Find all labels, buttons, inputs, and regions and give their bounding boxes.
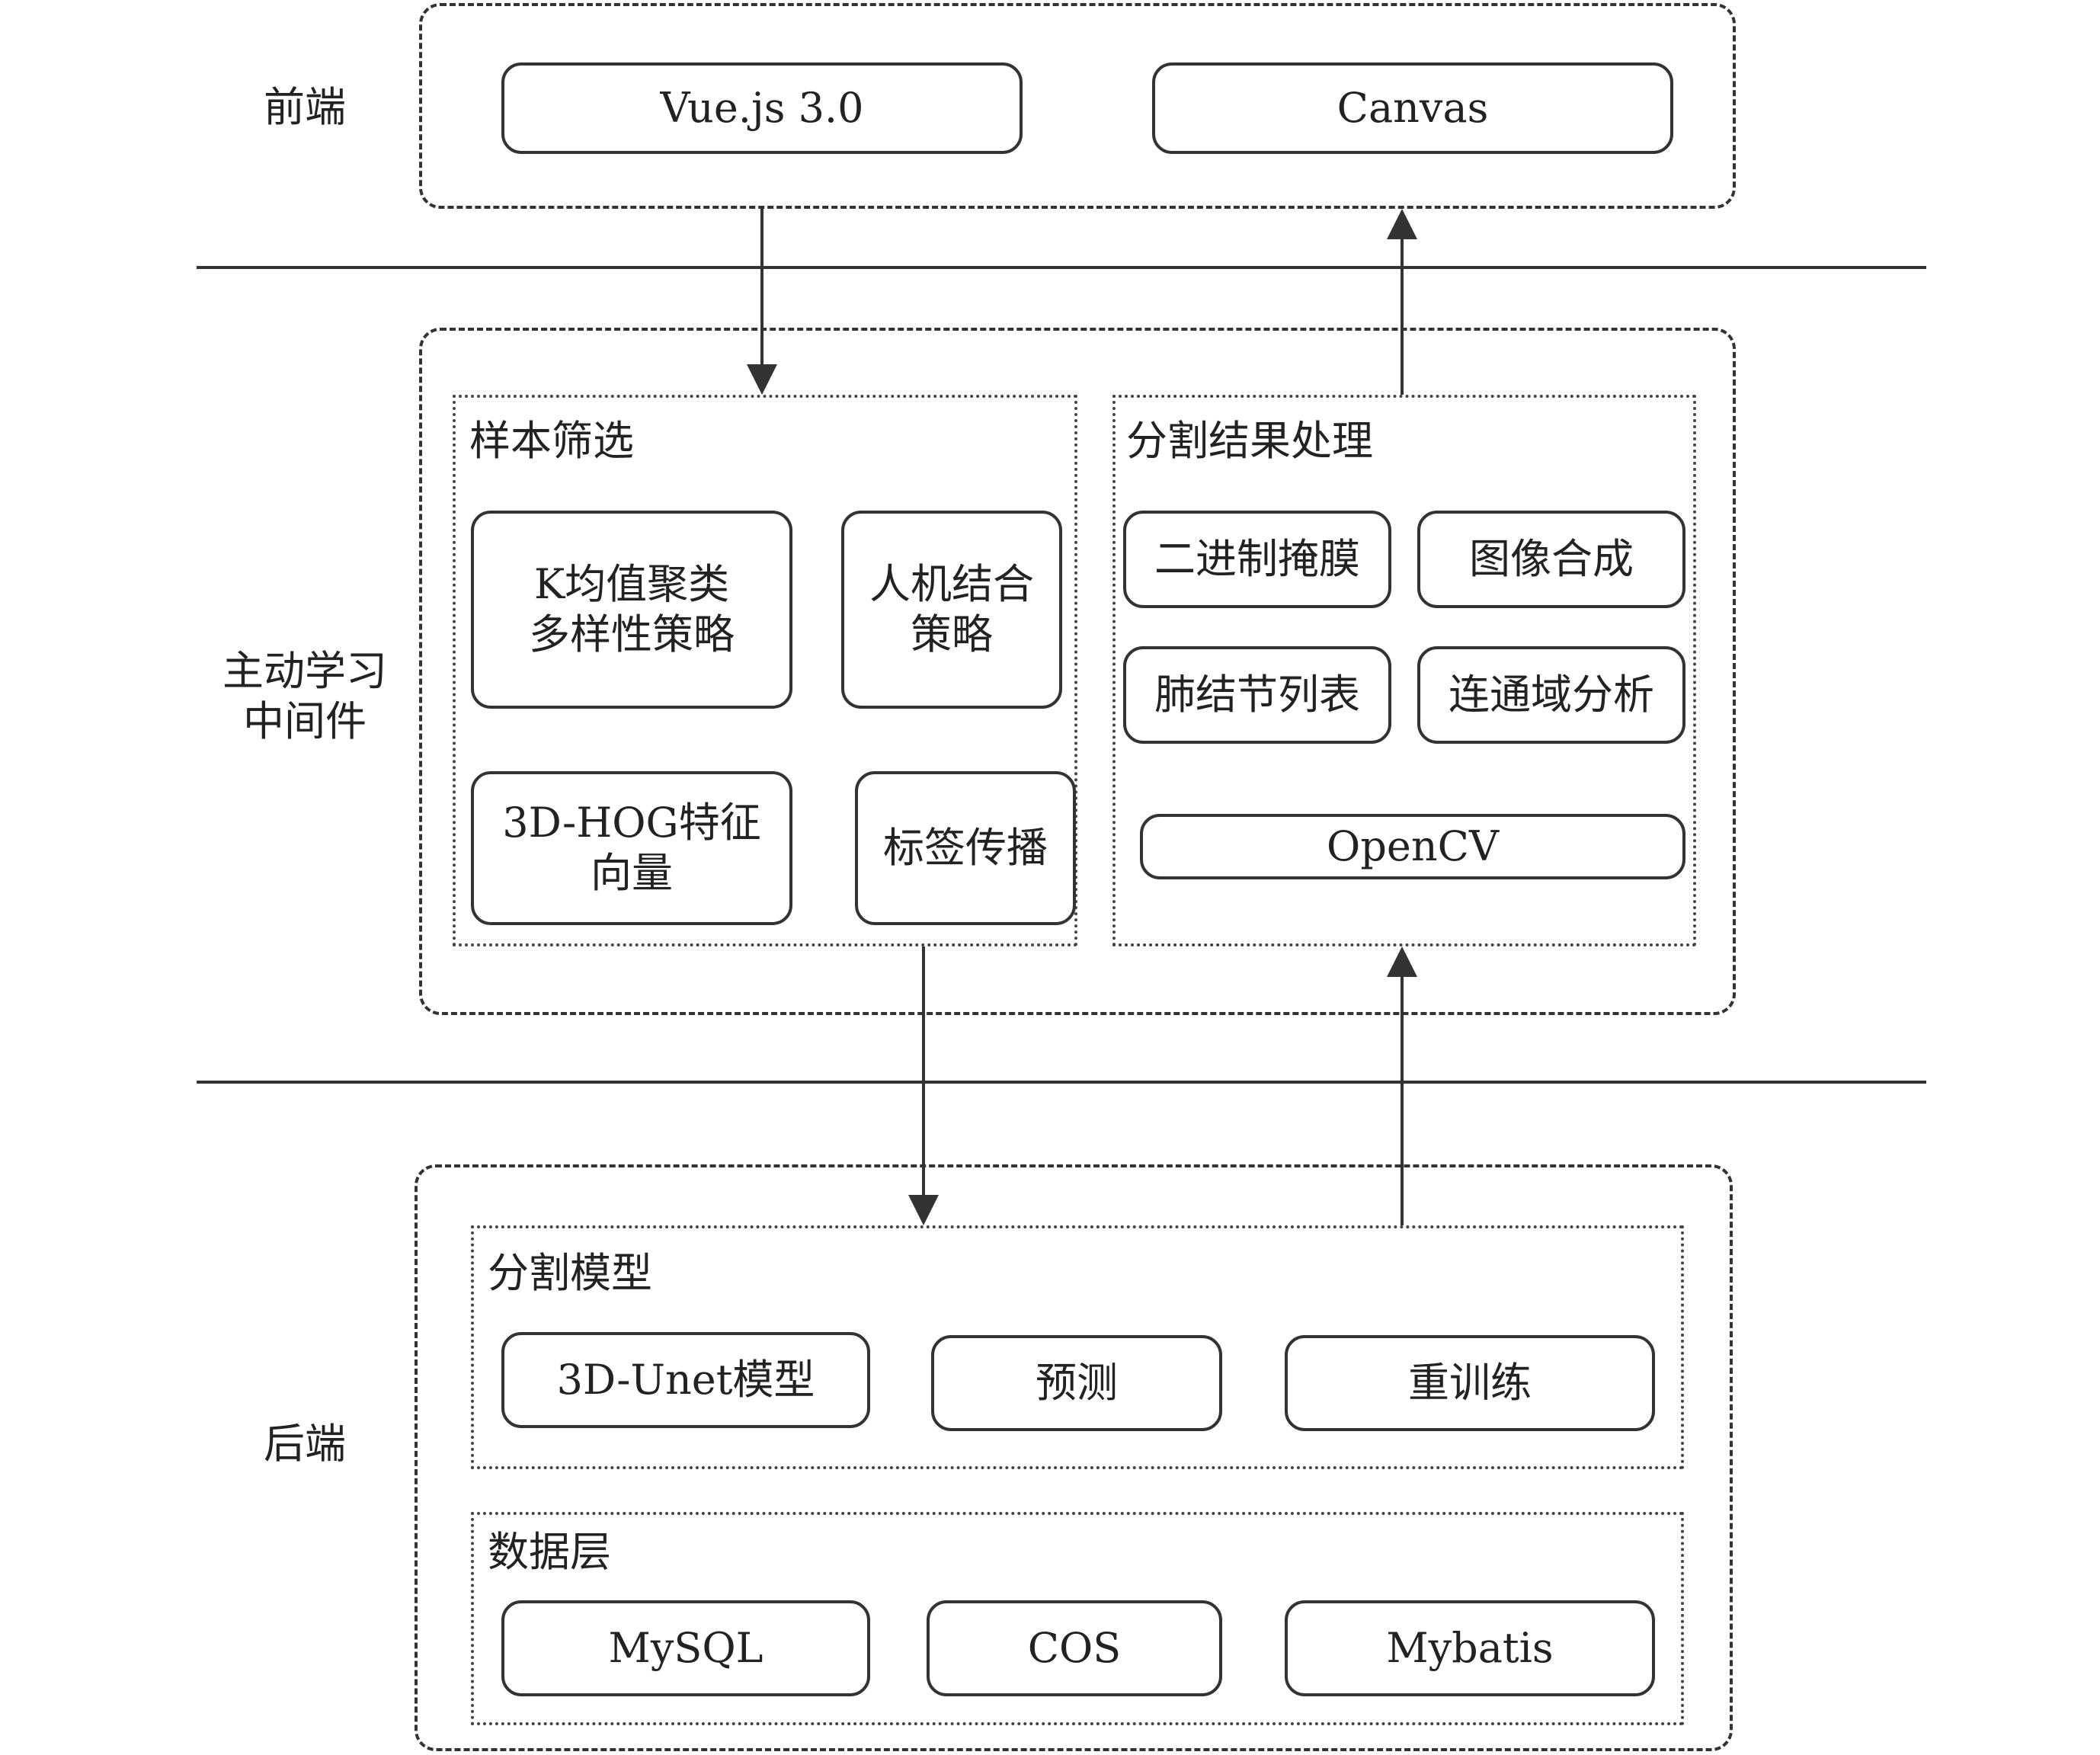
human-machine-node: 人机结合 策略	[841, 511, 1062, 709]
hog-feature-node: 3D-HOG特征 向量	[471, 771, 792, 925]
cos-node: COS	[927, 1600, 1222, 1696]
frontend-container	[419, 3, 1736, 209]
nodule-list-node: 肺结节列表	[1123, 646, 1391, 744]
layer-label-frontend: 前端	[264, 83, 346, 131]
canvas-node: Canvas	[1152, 62, 1673, 154]
data-layer-title: 数据层	[488, 1528, 611, 1576]
layer-separator-bottom	[197, 1081, 1926, 1084]
middleware-container	[419, 328, 1736, 1015]
data-layer-group	[471, 1512, 1684, 1725]
layer-label-backend: 后端	[264, 1420, 346, 1468]
backend-container	[415, 1164, 1733, 1751]
sample-selection-group	[453, 395, 1077, 946]
kmeans-diversity-node: K均值聚类 多样性策略	[471, 511, 792, 709]
label-propagation-node: 标签传播	[855, 771, 1076, 925]
unet-model-node: 3D-Unet模型	[501, 1332, 870, 1428]
retrain-node: 重训练	[1285, 1335, 1655, 1431]
segmentation-processing-group	[1112, 395, 1696, 946]
predict-node: 预测	[931, 1335, 1222, 1431]
layer-label-middleware: 主动学习 中间件	[222, 647, 387, 745]
mysql-node: MySQL	[501, 1600, 870, 1696]
mybatis-node: Mybatis	[1285, 1600, 1655, 1696]
sample-selection-title: 样本筛选	[469, 417, 634, 465]
binary-mask-node: 二进制掩膜	[1123, 511, 1391, 608]
segmentation-model-group	[471, 1225, 1684, 1469]
vue-node: Vue.js 3.0	[501, 62, 1023, 154]
segmentation-processing-title: 分割结果处理	[1126, 417, 1373, 465]
connected-components-node: 连通域分析	[1417, 646, 1685, 744]
segmentation-model-title: 分割模型	[488, 1249, 652, 1297]
image-composite-node: 图像合成	[1417, 511, 1685, 608]
layer-separator-top	[197, 266, 1926, 269]
opencv-node: OpenCV	[1140, 814, 1685, 879]
